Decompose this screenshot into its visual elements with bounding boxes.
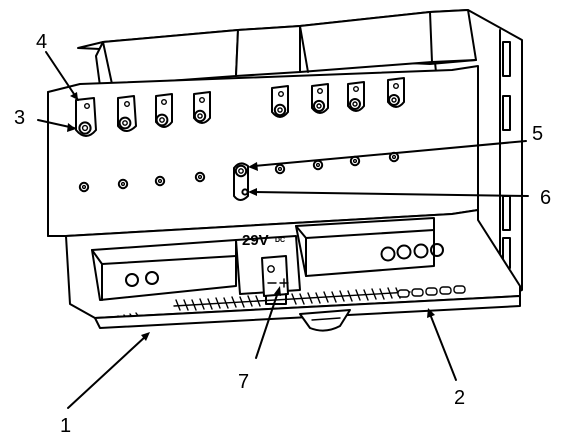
callout-6: 6	[540, 187, 551, 209]
voltage-label: 29V	[242, 232, 269, 249]
callout-3: 3	[14, 107, 25, 129]
leader-lines	[37, 51, 529, 409]
callout-labels: 4 3 5 6 7 2 1	[14, 31, 551, 436]
callout-2: 2	[454, 387, 465, 409]
programming-button	[233, 162, 249, 201]
din-clip	[94, 295, 521, 332]
callout-4: 4	[36, 31, 47, 53]
callout-7: 7	[238, 371, 249, 393]
callout-1: 1	[60, 415, 71, 436]
voltage-marking: 29V DC	[242, 232, 285, 249]
status-leds	[78, 151, 400, 193]
voltage-suffix: DC	[275, 237, 285, 244]
relay-switches	[75, 77, 405, 137]
callout-5: 5	[532, 123, 543, 145]
housing-top	[77, 9, 477, 87]
